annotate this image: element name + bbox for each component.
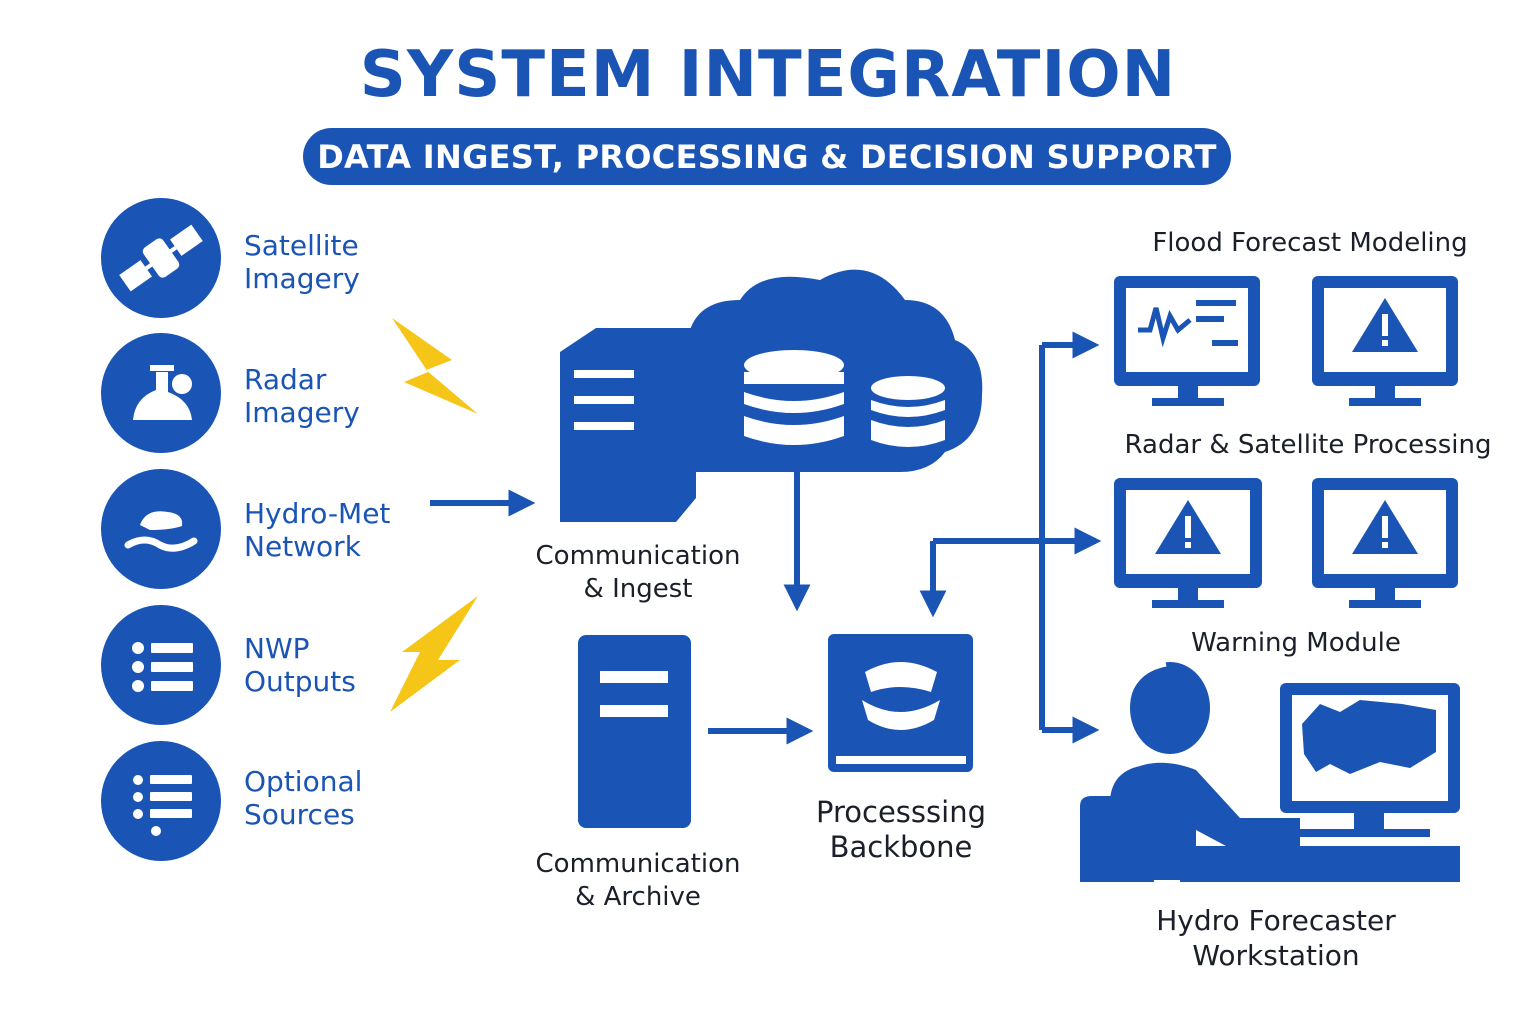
backbone-label: Processsing Backbone [816,795,986,864]
diagram-title: SYSTEM INTEGRATION [359,38,1177,112]
source-label-hydro-met: Hydro-Met Network [244,497,391,563]
lightning-icon [392,318,478,414]
ingest-server-icon [560,328,696,522]
subtitle-text: DATA INGEST, PROCESSING & DECISION SUPPO… [317,137,1217,176]
source-label-nwp: NWP Outputs [244,632,356,698]
workstation-label: Hydro Forecaster Workstation [1156,904,1396,972]
ingest-label: Communication & Ingest [535,541,741,604]
warning-monitor-icon [1312,276,1458,406]
radar-icon [101,333,221,453]
warning-monitor-icon-2 [1114,478,1262,608]
hydro-met-icon [101,469,221,589]
headset-icon [1123,661,1167,721]
warning-monitor-icon-3 [1312,478,1458,608]
forecaster-workstation-icon [1080,662,1460,882]
source-label-radar: Radar Imagery [244,363,360,429]
satellite-icon [101,198,221,318]
radar-satellite-label: Radar & Satellite Processing [1124,430,1492,460]
flood-forecast-label: Flood Forecast Modeling [1152,228,1468,258]
source-label-optional: Optional Sources [244,765,363,831]
source-label-satellite: Satellite Imagery [244,229,360,295]
cloud-database-icon [690,269,983,472]
processing-backbone-icon [828,634,973,772]
warning-module-label: Warning Module [1191,628,1401,658]
lightning-icon-2 [390,596,478,712]
optional-list-icon [101,741,221,861]
subtitle-banner: DATA INGEST, PROCESSING & DECISION SUPPO… [303,128,1231,185]
distribution-connectors [919,331,1102,744]
archive-server-icon [578,635,691,828]
flood-chart-monitor-icon [1114,276,1260,406]
nwp-list-icon [101,605,221,725]
archive-label: Communication & Archive [535,849,741,912]
